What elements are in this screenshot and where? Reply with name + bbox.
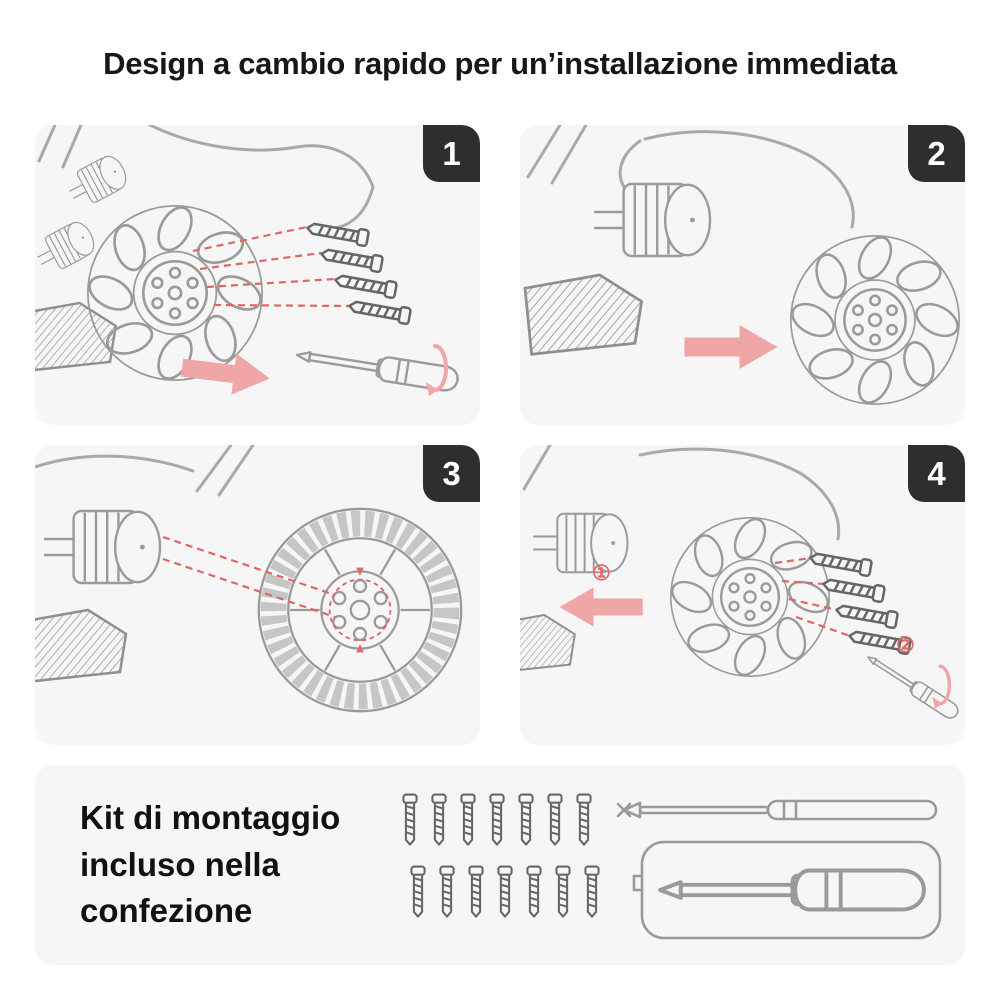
axle-hub-icon xyxy=(42,509,162,585)
screw-icon xyxy=(304,218,371,248)
screw-icon xyxy=(807,548,874,578)
step-2-illustration xyxy=(523,125,965,410)
axle-hub-icon xyxy=(592,182,712,258)
screws-set xyxy=(402,793,600,918)
screw-icon xyxy=(489,793,505,846)
step-number-badge: 2 xyxy=(908,125,965,182)
screw-icon xyxy=(497,865,513,918)
chassis-deck xyxy=(35,608,128,684)
screw-icon xyxy=(460,793,476,846)
step-panel-4: ① ② 4 xyxy=(520,445,965,745)
arrow-right-icon xyxy=(684,325,778,369)
step-panel-1: 1 xyxy=(35,125,480,425)
screw-icon xyxy=(318,244,385,274)
screw-icon xyxy=(439,865,455,918)
chassis-deck xyxy=(520,613,576,674)
screw-icon xyxy=(402,793,418,846)
wheel-face-icon xyxy=(259,509,461,711)
screw-icon xyxy=(518,793,534,846)
chassis-deck xyxy=(523,273,643,356)
screw-icon xyxy=(526,865,542,918)
page-title: Design a cambio rapido per un’installazi… xyxy=(103,46,897,81)
kit-panel: Kit di montaggio incluso nella confezion… xyxy=(35,765,965,965)
screw-icon xyxy=(547,793,563,846)
axle-hub-icon xyxy=(35,217,100,278)
screw-icon xyxy=(346,296,413,326)
screw-icon xyxy=(468,865,484,918)
step-number-badge: 3 xyxy=(423,445,480,502)
screwdriver-icon xyxy=(862,649,962,722)
step-panel-3: 3 xyxy=(35,445,480,745)
screw-icon xyxy=(431,793,447,846)
step-marker-1: ① xyxy=(592,562,611,585)
packaged-screwdriver-icon xyxy=(632,840,942,940)
kit-contents-illustration xyxy=(402,793,942,940)
step-number-badge: 1 xyxy=(423,125,480,182)
screw-icon xyxy=(555,865,571,918)
arrow-left-icon xyxy=(559,587,643,627)
kit-label: Kit di montaggio incluso nella confezion… xyxy=(80,798,341,930)
screw-icon xyxy=(410,865,426,918)
step-4-illustration xyxy=(520,445,962,722)
step-panel-2: 2 xyxy=(520,125,965,425)
screwdriver-bit-icon xyxy=(616,799,938,821)
axle-hub-icon xyxy=(62,151,132,212)
chassis-deck xyxy=(35,301,117,373)
screw-icon xyxy=(584,865,600,918)
step-1-illustration xyxy=(35,125,461,400)
screw-guide-lines xyxy=(774,556,851,638)
mecanum-wheel-icon xyxy=(666,513,834,681)
step-number-badge: 4 xyxy=(908,445,965,502)
arrow-right-icon xyxy=(179,347,273,400)
axle-hub-icon xyxy=(532,512,629,574)
alignment-guide-lines xyxy=(162,535,336,619)
chassis-line-art xyxy=(35,445,255,497)
screw-icon xyxy=(833,600,900,630)
step-marker-2: ② xyxy=(896,634,915,657)
screw-guide-lines xyxy=(192,225,350,308)
screwdriver-icon xyxy=(293,341,461,394)
screw-icon xyxy=(576,793,592,846)
screw-icon xyxy=(332,270,399,300)
screw-icon xyxy=(820,574,887,604)
chassis-line-art xyxy=(522,445,841,541)
step-3-illustration xyxy=(35,445,480,745)
chassis-line-art xyxy=(37,125,375,231)
mecanum-wheel-icon xyxy=(785,230,965,410)
chassis-line-art xyxy=(526,125,855,229)
